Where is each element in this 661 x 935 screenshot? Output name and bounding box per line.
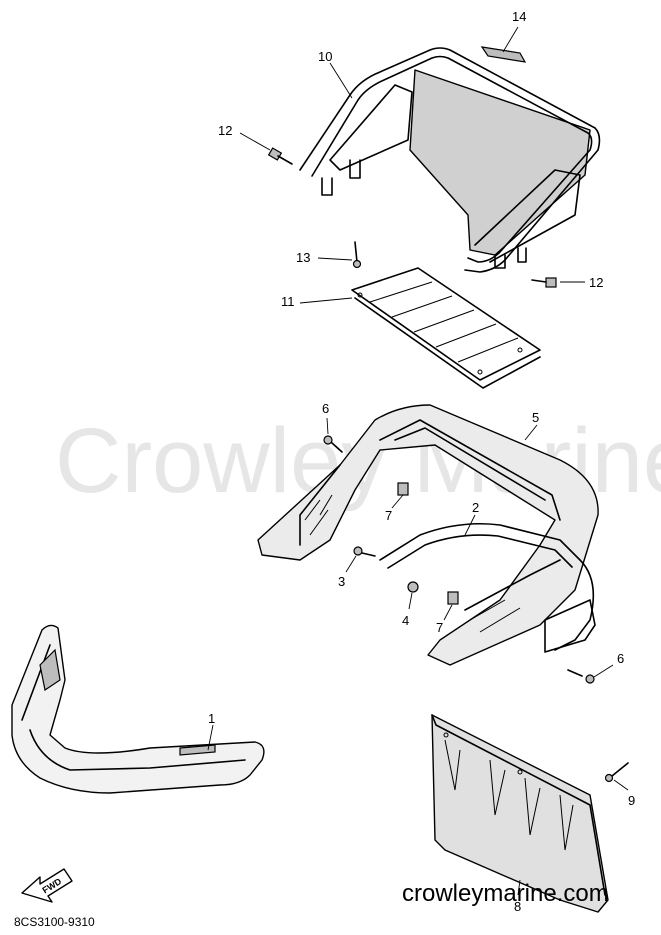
callout-3: 3 <box>338 574 345 589</box>
rear-rack-frame <box>299 47 601 273</box>
bolt-12-upper <box>267 147 293 165</box>
callout-4: 4 <box>402 613 409 628</box>
site-label: crowleymarine.com <box>402 880 609 907</box>
callout-7-lower: 7 <box>436 620 443 635</box>
nut-4 <box>407 581 419 593</box>
clip-7-lower <box>447 591 459 605</box>
fwd-arrow-icon: FWD <box>21 868 73 903</box>
bolt-6-upper <box>323 435 343 453</box>
callout-12-lower: 12 <box>589 275 603 290</box>
front-bumper <box>11 624 265 794</box>
callout-8: 8 <box>514 899 521 914</box>
rivet-9 <box>604 762 629 783</box>
leader-lines <box>207 26 629 896</box>
callout-6-upper: 6 <box>322 401 329 416</box>
callout-7-upper: 7 <box>385 508 392 523</box>
rivet-13 <box>352 241 362 269</box>
callout-1: 1 <box>208 711 215 726</box>
mud-flap <box>431 714 609 913</box>
bolt-3 <box>353 546 376 557</box>
callout-11: 11 <box>281 294 295 309</box>
callout-10: 10 <box>318 49 332 64</box>
callout-13: 13 <box>296 250 310 265</box>
support-bracket <box>379 523 596 653</box>
bolt-12-lower <box>531 277 557 288</box>
callout-12-upper: 12 <box>218 123 232 138</box>
callout-9: 9 <box>628 793 635 808</box>
callout-6-lower: 6 <box>617 651 624 666</box>
callout-5: 5 <box>532 410 539 425</box>
part-callouts: 14 10 12 13 12 11 6 5 7 2 3 4 7 6 1 9 8 <box>208 9 635 914</box>
label-decal <box>480 46 527 63</box>
bolt-6-lower <box>567 669 595 684</box>
callout-14: 14 <box>512 9 526 24</box>
rear-fender <box>257 404 599 666</box>
diagram-code: 8CS3100-9310 <box>14 915 95 929</box>
base-plate <box>351 267 541 389</box>
callout-2: 2 <box>472 500 479 515</box>
clip-7-upper <box>397 482 409 496</box>
